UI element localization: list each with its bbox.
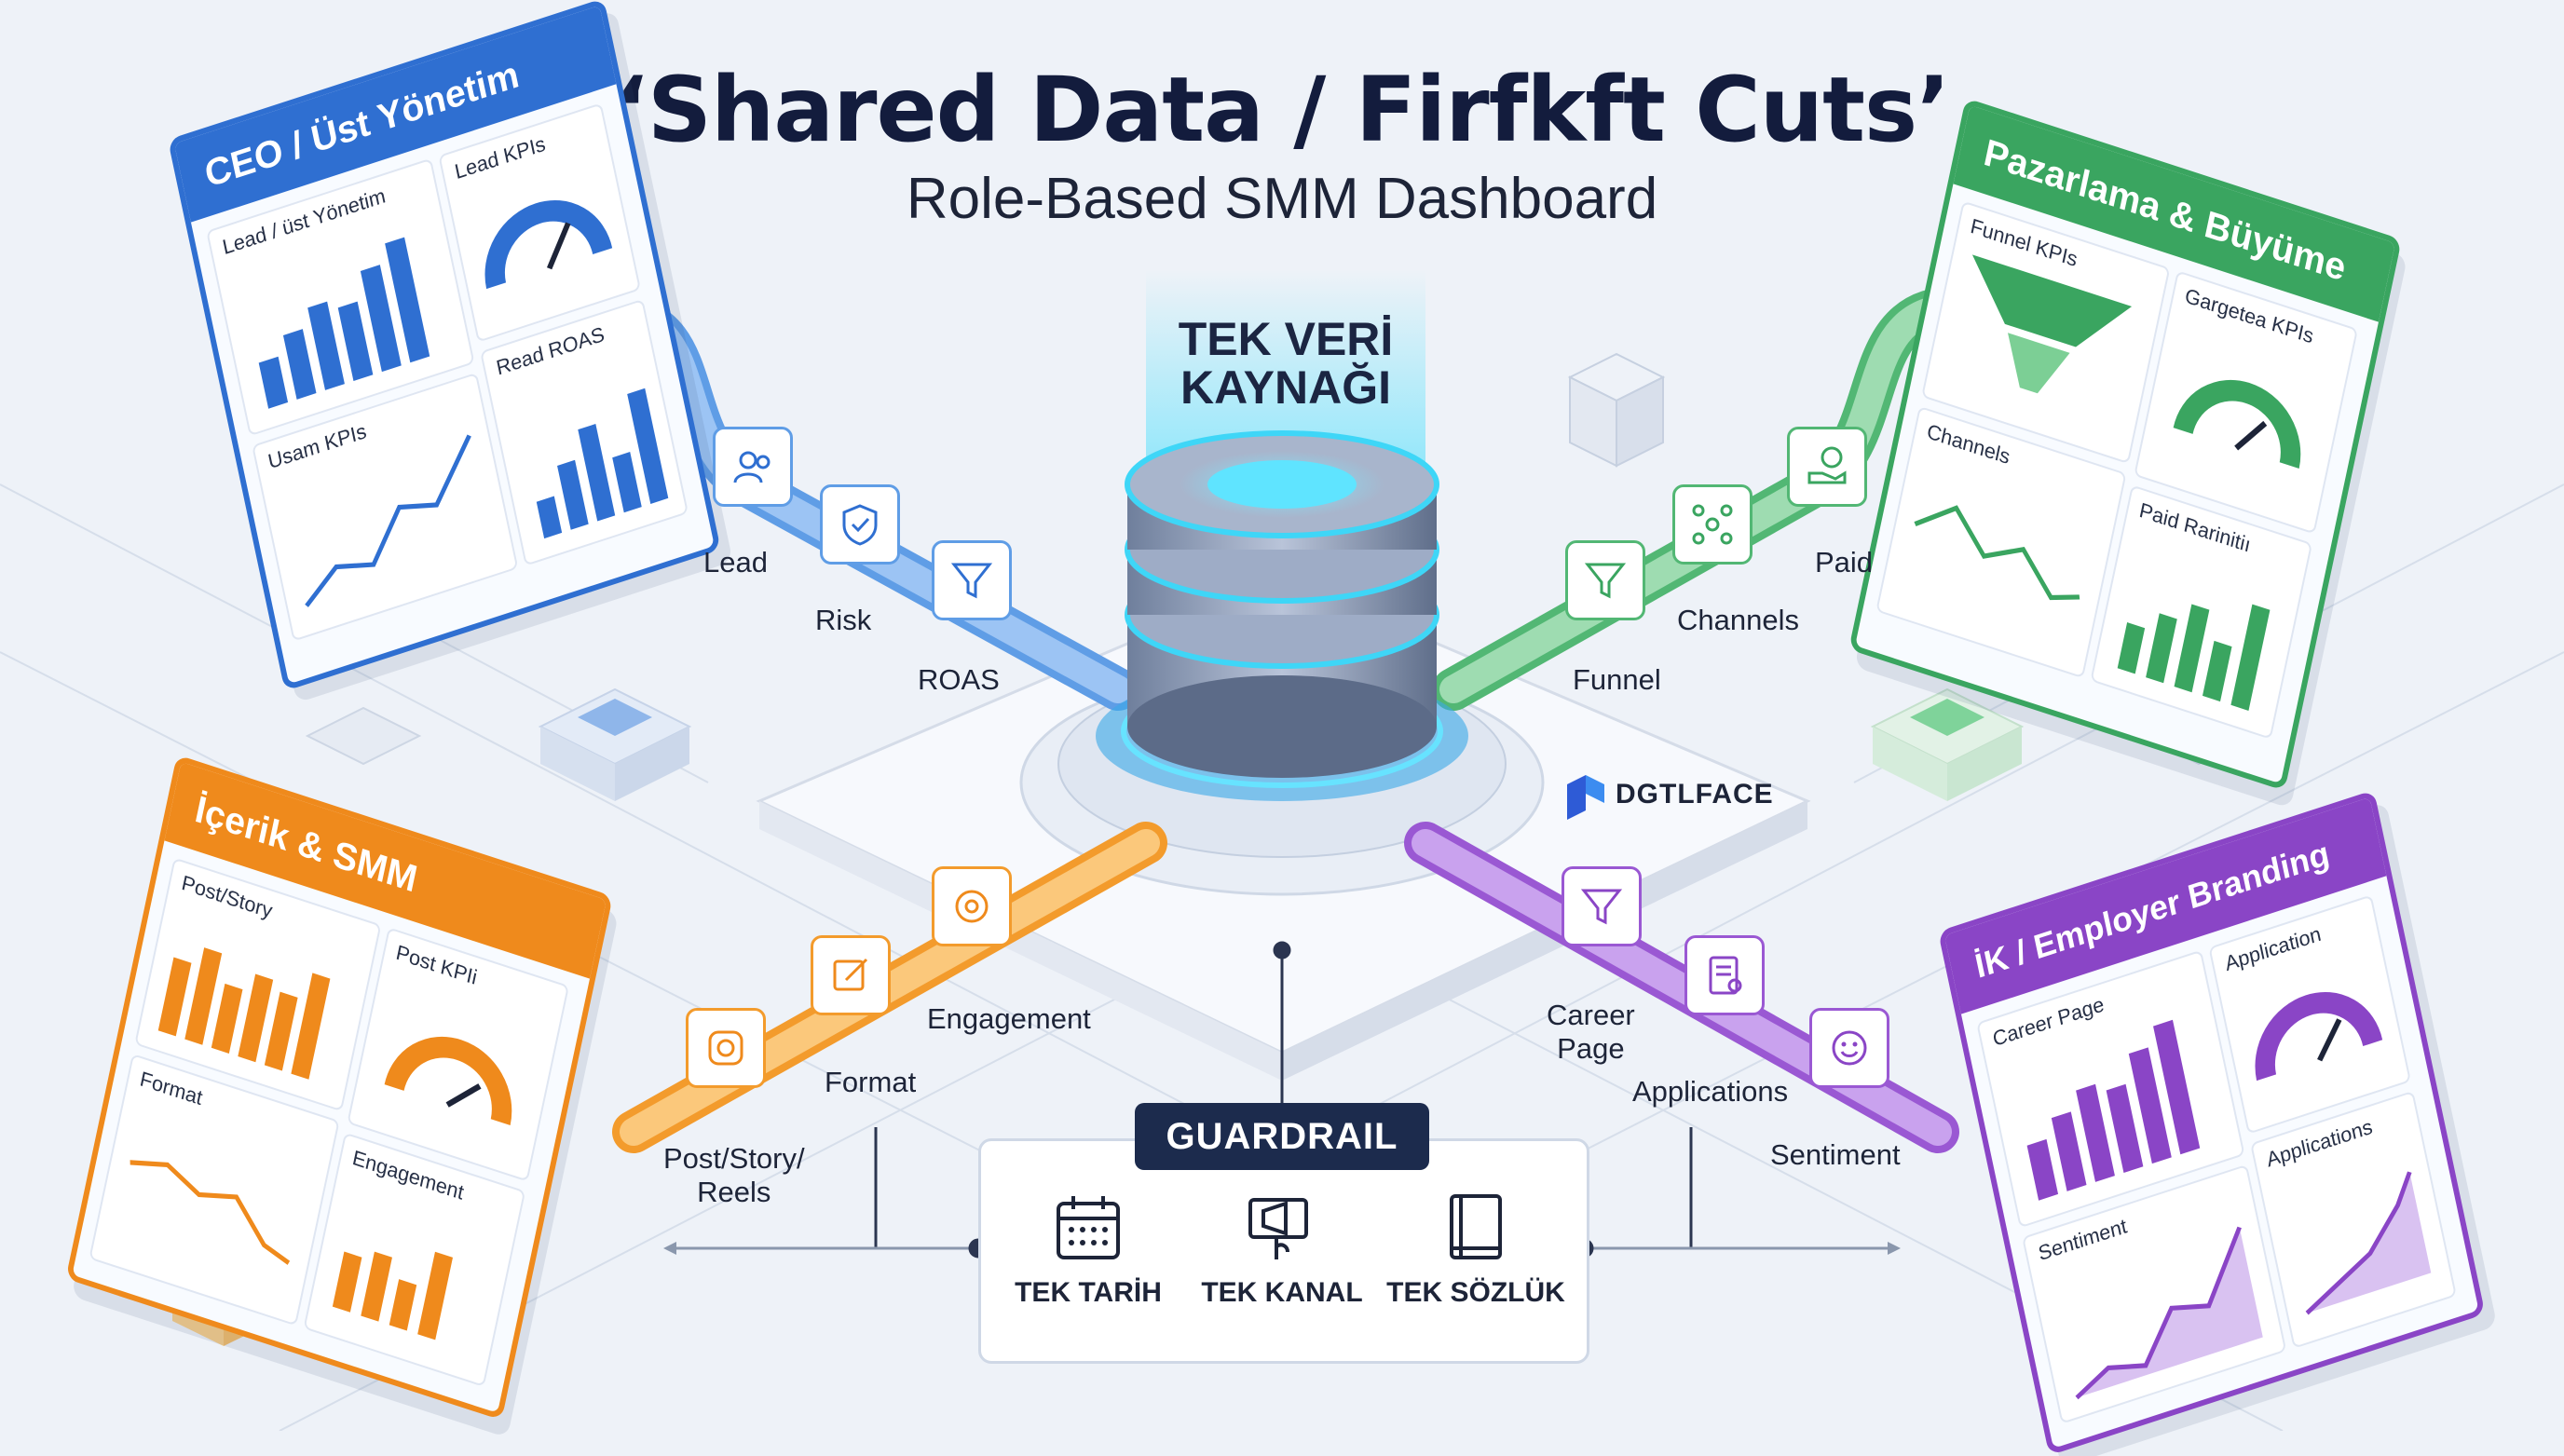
marketing-panel[interactable]: Pazarlama & Büyüme Funnel KPIs Gargetea … bbox=[1848, 98, 2402, 792]
flow-label-sentiment: Sentiment bbox=[1770, 1138, 1901, 1171]
flow-label-risk: Risk bbox=[815, 604, 872, 636]
ceo-card-lead[interactable]: Lead / üst Yönetim bbox=[206, 157, 475, 437]
megaphone-icon bbox=[1248, 1198, 1308, 1259]
content-panel[interactable]: İçerik & SMM Post/Story Post KPIi Format bbox=[65, 755, 613, 1421]
flow-label-post-story-reels: Post/Story/ Reels bbox=[663, 1142, 805, 1209]
content-card-format[interactable]: Format bbox=[89, 1053, 340, 1327]
flow-label-paid: Paid bbox=[1815, 546, 1874, 578]
shield-check-icon[interactable] bbox=[820, 484, 900, 565]
ceo-card-lead-kpis[interactable]: Lead KPIs bbox=[438, 102, 641, 343]
area-chart-icon bbox=[2305, 1171, 2432, 1315]
edit-icon[interactable] bbox=[811, 935, 891, 1015]
marketing-card-paid[interactable]: Paid Rarinitiı bbox=[2090, 484, 2313, 740]
application-form-icon[interactable] bbox=[1684, 935, 1765, 1015]
hr-card-career-page[interactable]: Career Page bbox=[1976, 949, 2245, 1229]
hr-panel-body: Career Page Application Sentiment bbox=[1961, 876, 2476, 1436]
flow-label-applications: Applications bbox=[1632, 1075, 1789, 1108]
line-chart-icon bbox=[1914, 505, 2080, 601]
flow-label-lead: Lead bbox=[703, 546, 768, 578]
flow-label-format: Format bbox=[825, 1066, 917, 1098]
money-hand-icon[interactable] bbox=[1787, 427, 1867, 507]
brand-name: DGTLFACE bbox=[1616, 779, 1774, 810]
users-icon[interactable] bbox=[713, 427, 793, 507]
hr-panel[interactable]: İK / Employer Branding Career Page Appli… bbox=[1938, 789, 2486, 1456]
guardrail-item-sozluk[interactable]: TEK SÖZLÜK bbox=[1383, 1191, 1569, 1309]
ceo-panel-body: Lead / üst Yönetim Lead KPIs Read ROAS bbox=[191, 84, 710, 661]
bar-chart-icon bbox=[2026, 1019, 2201, 1201]
bar-chart-icon bbox=[332, 1251, 454, 1340]
marketing-card-channels[interactable]: Channels bbox=[1875, 405, 2127, 679]
flow-label-channels: Channels bbox=[1677, 604, 1799, 636]
marketing-card-gargetea-kpis[interactable]: Gargetea KPIs bbox=[2134, 270, 2359, 535]
hr-card-sentiment[interactable]: Sentiment bbox=[2022, 1163, 2287, 1424]
content-card-post-kpi[interactable]: Post KPIi bbox=[347, 927, 570, 1182]
funnel-icon[interactable] bbox=[1562, 866, 1642, 946]
bar-chart-icon bbox=[536, 388, 669, 539]
hr-card-applications[interactable]: Applications bbox=[2250, 1090, 2457, 1349]
ceo-card-read-roas[interactable]: Read ROAS bbox=[480, 298, 689, 566]
flow-label-engagement: Engagement bbox=[927, 1002, 1091, 1035]
bar-chart-icon bbox=[2117, 604, 2271, 711]
line-chart-icon bbox=[305, 434, 471, 607]
funnel-icon[interactable] bbox=[1565, 540, 1645, 620]
hr-card-application[interactable]: Application bbox=[2208, 894, 2411, 1135]
gauge-icon bbox=[2173, 379, 2301, 469]
marketing-card-funnel-kpis[interactable]: Funnel KPIs bbox=[1921, 200, 2171, 465]
gauge-icon bbox=[2255, 991, 2383, 1082]
bar-chart-icon bbox=[157, 947, 331, 1080]
instagram-icon[interactable] bbox=[686, 1008, 766, 1088]
content-panel-body: Post/Story Post KPIi Format Engageme bbox=[75, 840, 590, 1400]
content-card-post-story[interactable]: Post/Story bbox=[134, 857, 382, 1112]
line-chart-icon bbox=[130, 1160, 291, 1265]
bar-chart-icon bbox=[258, 237, 430, 409]
area-chart-icon bbox=[2075, 1226, 2263, 1400]
flow-label-funnel: Funnel bbox=[1573, 663, 1661, 696]
gauge-icon bbox=[484, 199, 613, 290]
label-line: Post/Story/ bbox=[663, 1142, 805, 1175]
label-line: Reels bbox=[697, 1176, 771, 1208]
page-title: ‘Shared Data / Firfkft Cuts’ bbox=[614, 58, 1950, 162]
book-icon bbox=[1450, 1194, 1502, 1259]
network-icon[interactable] bbox=[1672, 484, 1753, 565]
flow-label-career-page: Career Page bbox=[1547, 999, 1635, 1066]
guardrail-item-label: TEK KANAL bbox=[1201, 1277, 1363, 1308]
page-subtitle: Role-Based SMM Dashboard bbox=[906, 167, 1658, 231]
database-stack bbox=[1096, 270, 1468, 801]
guardrail-item-tarih[interactable]: TEK TARİH bbox=[995, 1191, 1181, 1309]
hub-label-line1: TEK VERİ bbox=[1178, 313, 1394, 365]
smile-icon[interactable] bbox=[1809, 1008, 1889, 1088]
logo-mark bbox=[1567, 775, 1604, 820]
flow-label-roas: ROAS bbox=[918, 663, 1000, 696]
ceo-panel[interactable]: CEO / Üst Yönetim Lead / üst Yönetim Lea… bbox=[168, 0, 721, 692]
calendar-icon bbox=[1057, 1196, 1120, 1259]
engagement-icon[interactable] bbox=[932, 866, 1012, 946]
content-card-engagement[interactable]: Engagement bbox=[303, 1132, 526, 1388]
funnel-chart-icon bbox=[1971, 254, 2133, 394]
guardrail-item-label: TEK SÖZLÜK bbox=[1386, 1277, 1565, 1308]
label-line: Page bbox=[1557, 1032, 1625, 1065]
marketing-panel-body: Funnel KPIs Gargetea KPIs Channels bbox=[1860, 184, 2379, 761]
hub-label-line2: KAYNAĞI bbox=[1180, 361, 1391, 414]
guardrail-item-kanal[interactable]: TEK KANAL bbox=[1189, 1191, 1375, 1309]
funnel-icon[interactable] bbox=[932, 540, 1012, 620]
gauge-icon bbox=[384, 1036, 512, 1125]
hub-label: TEK VERİ KAYNAĞI bbox=[1099, 315, 1472, 412]
guardrail-title: GUARDRAIL bbox=[1135, 1103, 1429, 1170]
ceo-card-usam-kpis[interactable]: Usam KPIs bbox=[252, 372, 519, 642]
guardrail-item-label: TEK TARİH bbox=[1015, 1277, 1162, 1308]
label-line: Career bbox=[1547, 999, 1635, 1031]
brand: DGTLFACE bbox=[1565, 779, 1774, 810]
